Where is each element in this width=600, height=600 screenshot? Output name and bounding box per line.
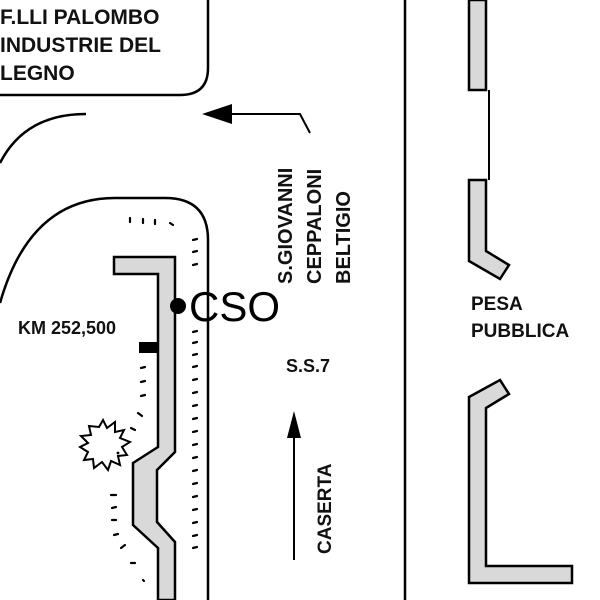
road-edge-left-block <box>0 196 210 600</box>
road-name-label: S.S.7 <box>286 356 330 376</box>
direction-label-line1: S.GIOVANNI <box>275 168 297 284</box>
direction-label-line2: CEPPALONI <box>304 169 326 284</box>
kilometer-label: KM 252,500 <box>18 318 116 338</box>
barrier-right-mid <box>467 178 511 281</box>
site-marker-icon <box>170 298 186 314</box>
tree-center-dot <box>116 451 120 455</box>
tree-icon <box>77 417 133 473</box>
direction-north-label: CASERTA <box>315 463 336 554</box>
business-label-line2: INDUSTRIE DEL <box>0 34 161 57</box>
site-code-label: CSO <box>189 283 280 330</box>
landmark-label-line2: PUBBLICA <box>471 321 569 342</box>
barrier-right-bottom <box>467 378 574 585</box>
road-edge-curve-upper <box>0 112 87 164</box>
median-barrier-left <box>112 255 177 600</box>
barrier-right-top <box>467 0 488 92</box>
business-label-line3: LEGNO <box>0 62 75 85</box>
guardrail-ticks-left <box>109 365 147 583</box>
arrow-up-icon <box>287 411 301 560</box>
direction-label-line3: BELTIGIO <box>333 191 355 284</box>
business-label-line1: F.LLI PALOMBO <box>0 6 159 29</box>
arrow-left-icon <box>202 104 311 134</box>
km-marker-icon <box>139 342 159 353</box>
guardrail-ticks-right <box>191 237 199 550</box>
landmark-label-line1: PESA <box>471 294 523 315</box>
building-outline-palombo <box>0 0 210 97</box>
guardrail-ticks-top <box>128 216 175 227</box>
